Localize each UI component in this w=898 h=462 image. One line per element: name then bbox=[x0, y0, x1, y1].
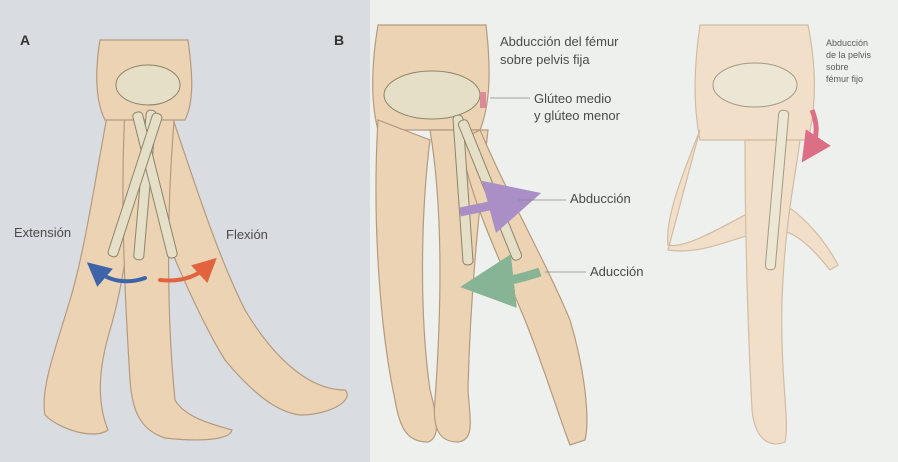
muscle-label-2: y glúteo menor bbox=[534, 108, 620, 124]
panel-a-legs bbox=[44, 40, 347, 440]
panel-b-letter: B bbox=[334, 32, 344, 48]
panel-c-title-4: fémur fijo bbox=[826, 74, 863, 85]
pelvis-bone bbox=[116, 65, 180, 105]
abduction-label: Abducción bbox=[570, 191, 631, 207]
pelvis-bone-c bbox=[713, 63, 797, 107]
adduction-label: Aducción bbox=[590, 264, 643, 280]
front-leg bbox=[150, 110, 347, 415]
extension-label: Extensión bbox=[14, 225, 71, 241]
panel-b-title-2: sobre pelvis fija bbox=[500, 52, 590, 68]
right-leg bbox=[376, 120, 437, 442]
panel-b-title-1: Abducción del fémur bbox=[500, 34, 619, 50]
gluteus-muscle bbox=[480, 92, 486, 108]
flexion-label: Flexión bbox=[226, 227, 268, 243]
panel-c-title-1: Abducción bbox=[826, 38, 868, 49]
panel-c-title-3: sobre bbox=[826, 62, 849, 73]
pelvis-bone-b bbox=[384, 71, 480, 119]
muscle-label-1: Glúteo medio bbox=[534, 91, 611, 107]
panel-c-title-2: de la pelvis bbox=[826, 50, 871, 61]
panel-a-letter: A bbox=[20, 32, 30, 48]
